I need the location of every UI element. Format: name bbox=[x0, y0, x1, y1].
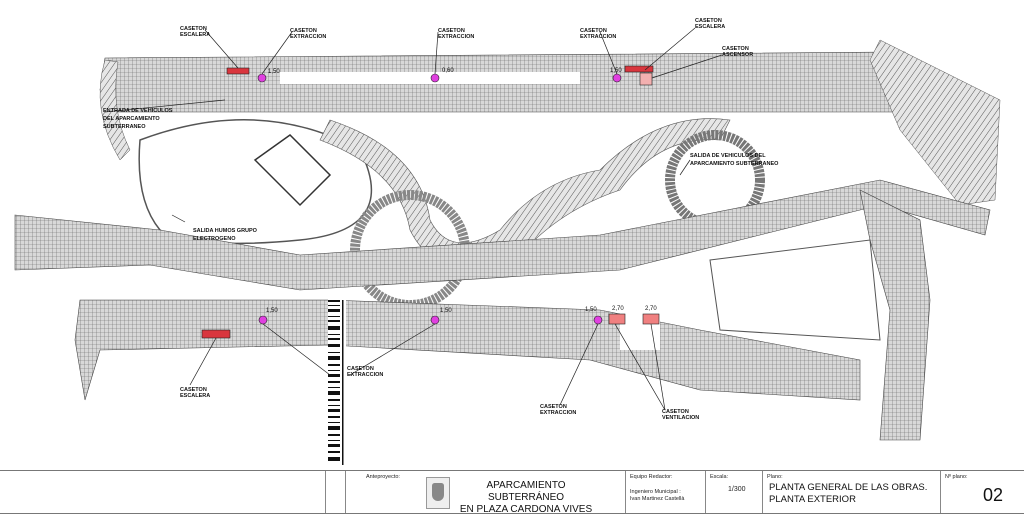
plano-cell: Plano: PLANTA GENERAL DE LAS OBRAS. PLAN… bbox=[762, 471, 940, 513]
plano-label: Plano: bbox=[767, 474, 783, 480]
ingeniero-label: Ingeniero Municipal : bbox=[630, 489, 681, 495]
building-block bbox=[253, 134, 332, 207]
caseton-extraccion-mark[interactable] bbox=[258, 315, 268, 325]
numero-plano-label: Nº plano: bbox=[945, 474, 968, 480]
leader-lines bbox=[104, 27, 723, 411]
lower-street-band bbox=[74, 299, 861, 401]
right-ramp-band bbox=[869, 39, 1001, 206]
dimension-label: 2,70 bbox=[612, 306, 624, 312]
title-block: Anteproyecto: APARCAMIENTO SUBTERRÁNEO E… bbox=[0, 470, 1024, 516]
curve-left-island bbox=[138, 119, 373, 245]
dimension-label: 2,70 bbox=[645, 306, 657, 312]
numero-plano-cell: Nº plano: 02 bbox=[940, 471, 1024, 513]
caseton-extraccion-mark[interactable] bbox=[593, 315, 603, 325]
caseton-ascensor-box[interactable] bbox=[639, 72, 653, 86]
barcode-cell bbox=[325, 471, 345, 513]
ingeniero-name: Ivan Martinez Castellà bbox=[630, 496, 685, 502]
equipo-cell: Equipo Redactor: Ingeniero Municipal : I… bbox=[625, 471, 705, 513]
dimension-label: 1,50 bbox=[585, 307, 597, 313]
caseton-extraccion-mark[interactable] bbox=[257, 73, 267, 83]
dimension-label: 0,60 bbox=[442, 68, 454, 74]
caseton-extraccion-mark[interactable] bbox=[612, 73, 622, 83]
project-title-line: EN PLAZA CARDONA VIVES bbox=[459, 504, 593, 515]
dimension-label: 1,50 bbox=[268, 69, 280, 75]
municipal-crest-logo bbox=[426, 477, 450, 509]
right-inner-void bbox=[709, 239, 881, 341]
casetones bbox=[201, 65, 660, 339]
project-title: APARCAMIENTO SUBTERRÁNEO EN PLAZA CARDON… bbox=[451, 480, 601, 516]
equipo-label: Equipo Redactor: bbox=[630, 474, 673, 480]
plano-title-line: PLANTA GENERAL DE LAS OBRAS. bbox=[769, 482, 928, 493]
anteproyecto-cell: Anteproyecto: APARCAMIENTO SUBTERRÁNEO E… bbox=[345, 471, 625, 516]
dimension-label: 1,50 bbox=[440, 308, 452, 314]
main-diagonal-road bbox=[14, 179, 991, 291]
caseton-extraccion-mark[interactable] bbox=[430, 73, 440, 83]
caseton-ventilacion-box[interactable] bbox=[642, 313, 660, 325]
barcode bbox=[328, 298, 346, 466]
dimension-label: 1,50 bbox=[610, 68, 622, 74]
caseton-extraccion-mark[interactable] bbox=[430, 315, 440, 325]
anteproyecto-label: Anteproyecto: bbox=[366, 474, 400, 480]
plano-title-line: PLANTA EXTERIOR bbox=[769, 494, 856, 505]
caseton-ventilacion-box[interactable] bbox=[608, 313, 626, 325]
project-title-line: APARCAMIENTO SUBTERRÁNEO bbox=[486, 480, 566, 503]
dimension-label: 1,50 bbox=[266, 308, 278, 314]
plano-title: PLANTA GENERAL DE LAS OBRAS. PLANTA EXTE… bbox=[769, 482, 927, 506]
right-loop-road bbox=[859, 189, 931, 441]
caseton-escalera-box[interactable] bbox=[226, 67, 250, 75]
top-sidewalk-void bbox=[280, 72, 580, 84]
escala-cell: Escala: 1/300 bbox=[705, 471, 762, 513]
caseton-escalera-box[interactable] bbox=[624, 65, 654, 73]
caseton-escalera-box[interactable] bbox=[201, 329, 231, 339]
escala-label: Escala: bbox=[710, 474, 729, 480]
numero-plano-value: 02 bbox=[983, 485, 1004, 505]
upper-left-curve bbox=[99, 59, 131, 161]
escala-value: 1/300 bbox=[728, 486, 746, 493]
